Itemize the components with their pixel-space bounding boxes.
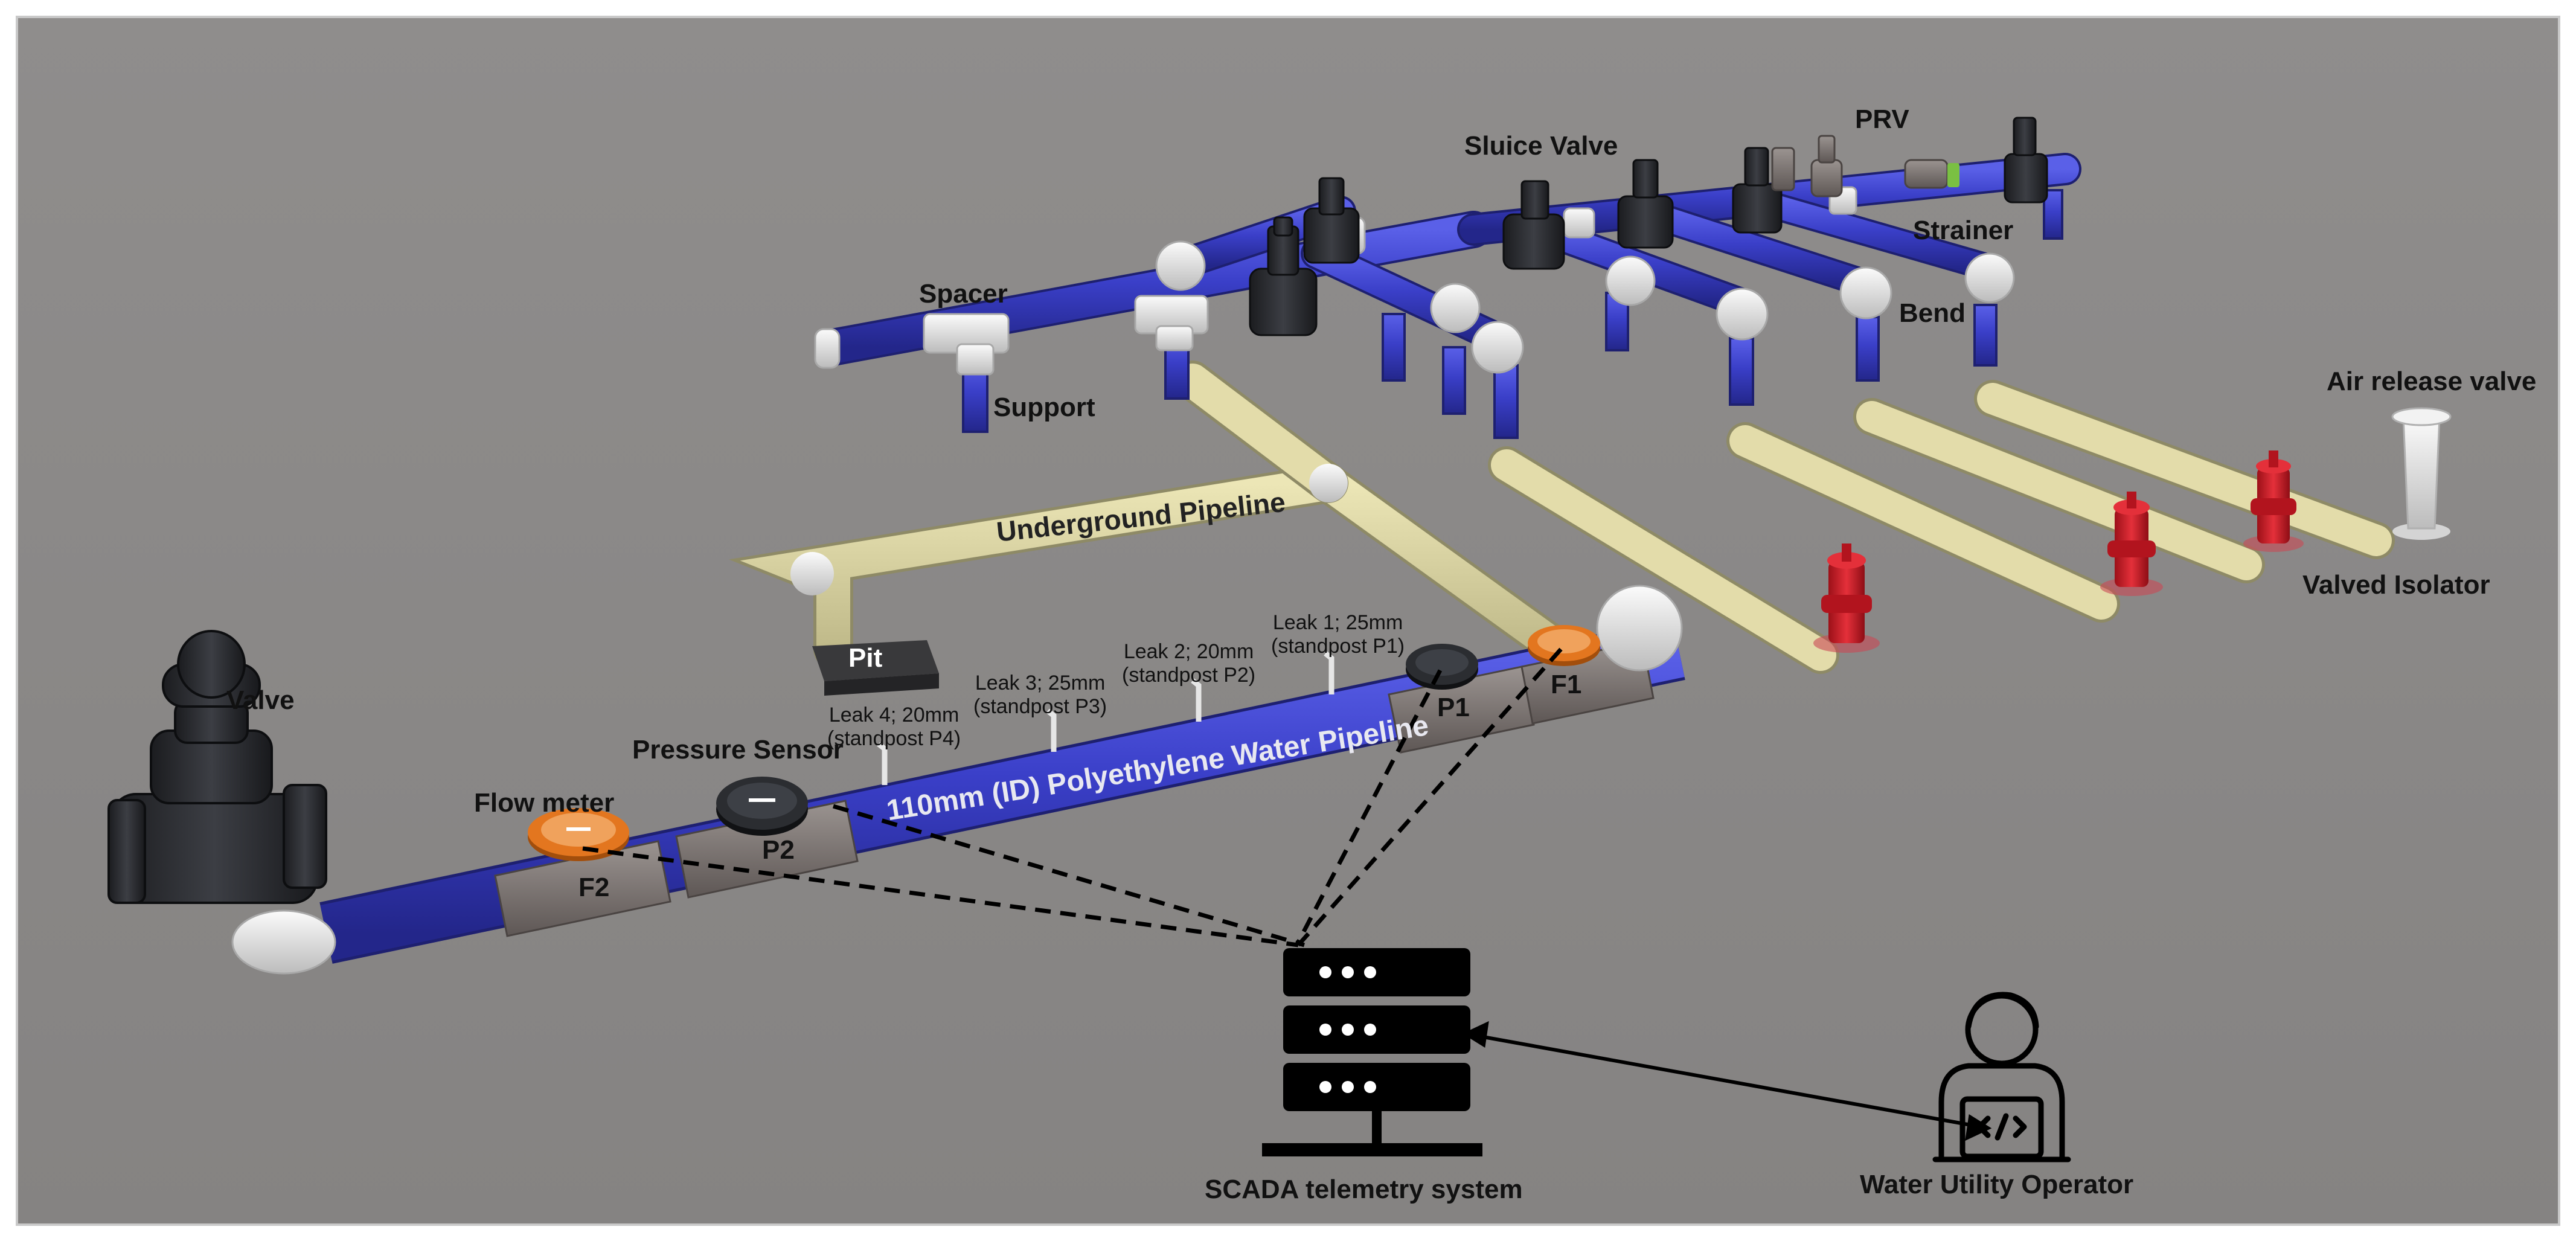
label-pressure-sensor: Pressure Sensor [632,735,844,765]
operator-link-arrow [1462,1021,1992,1141]
label-strainer: Strainer [1913,216,2014,245]
main-elbow-right [1596,585,1683,672]
label-scada: SCADA telemetry system [1205,1175,1523,1204]
ug-elbow-2 [1309,464,1348,502]
main-valve [107,630,327,904]
hydrant-2 [2100,492,2163,596]
label-pit: Pit [848,643,883,673]
label-bend: Bend [1899,298,1966,328]
label-spacer: Spacer [919,279,1008,309]
tag-f2: F2 [578,873,610,902]
hydrant-1 [1813,543,1880,653]
tag-p2: P2 [762,835,795,865]
flow-meter-F1 [1528,625,1600,666]
upper-valves [1249,117,2048,336]
telemetry-links [582,647,1563,947]
ug-elbow-1 [790,552,834,595]
tag-f1: F1 [1551,670,1582,699]
label-air-release-valve: Air release valve [2327,367,2537,396]
hydrants [1813,450,2304,653]
label-valved-isolator: Valved Isolator [2302,570,2490,600]
strainer-green [1947,163,1959,187]
label-leak-2: Leak 2; 20mm(standpost P2) [1122,640,1256,687]
label-flow-meter: Flow meter [474,788,615,818]
air-release-valve [2391,407,2452,540]
tag-p1: P1 [1437,693,1470,722]
hydrant-3 [2243,450,2304,552]
scada-server-icon [1262,948,1482,1156]
frame [16,16,2560,1226]
label-support: Support [993,393,1095,422]
label-prv: PRV [1855,104,1909,134]
operator-icon [1932,992,2071,1162]
label-leak-4: Leak 4; 20mm(standpost P4) [827,704,961,751]
pressure-sensor-P2 [716,777,808,836]
pit-box [812,640,939,696]
label-valve: Valve [226,685,295,715]
main-elbow-left [231,909,336,975]
label-sluice-valve: Sluice Valve [1464,131,1618,161]
prv-strainer [1771,135,1949,197]
pressure-sensor-P1 [1406,644,1478,690]
underground-pipes [729,361,2395,690]
standposts [877,651,1334,785]
flow-meter-F2 [528,808,629,861]
label-leak-3: Leak 3; 25mm(standpost P3) [973,672,1107,719]
label-operator: Water Utility Operator [1860,1170,2134,1199]
label-leak-1: Leak 1; 25mm(standpost P1) [1271,611,1405,658]
risers [962,189,2063,439]
